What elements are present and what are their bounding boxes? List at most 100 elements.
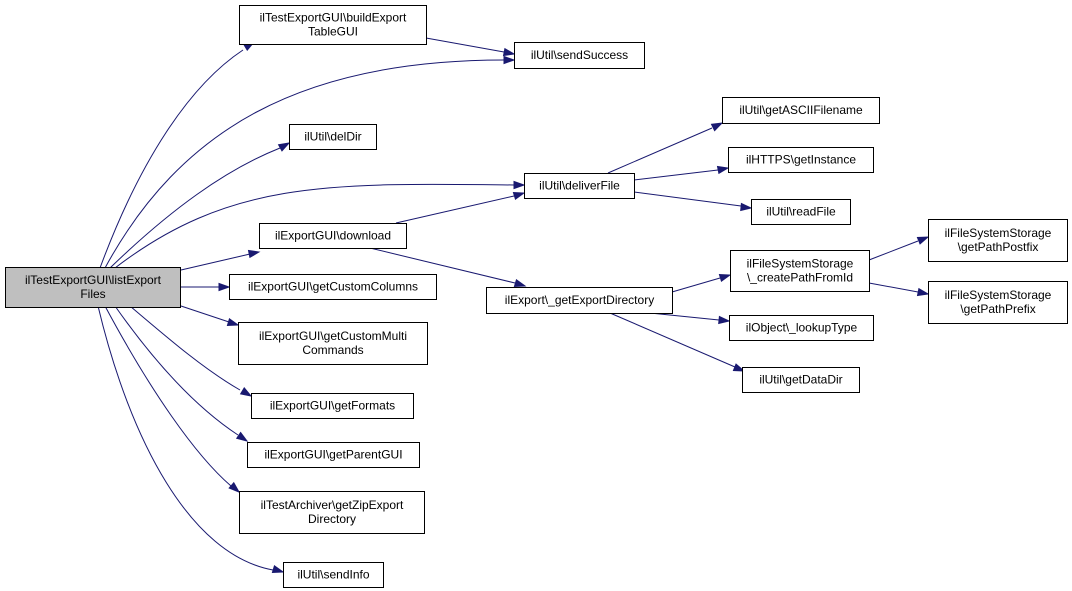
arrowhead-icon: [503, 55, 516, 65]
node-label: ilHTTPS\getInstance: [746, 153, 856, 167]
arrowhead-icon: [513, 278, 527, 288]
node-label: ilExportGUI\getCustomMulti: [259, 329, 407, 343]
edge-line: [180, 305, 230, 323]
edge-line: [607, 127, 713, 174]
node-label: ilUtil\delDir: [304, 130, 361, 144]
edge-line: [114, 305, 239, 436]
node-box: [251, 393, 414, 419]
node-lookupType[interactable]: ilObject\_lookupType: [729, 315, 874, 341]
node-box: [524, 173, 635, 199]
node-box: [928, 219, 1068, 262]
edge-line: [369, 247, 516, 284]
node-box: [259, 223, 407, 249]
edge-download-to-getExportDirectory: [369, 247, 527, 288]
edge-line: [868, 240, 919, 261]
node-label: ilUtil\deliverFile: [539, 179, 620, 193]
node-box: [722, 97, 880, 124]
arrowhead-icon: [710, 122, 724, 132]
edge-root-to-deliverFile: [114, 180, 526, 269]
edge-line: [671, 277, 721, 293]
node-label: ilExportGUI\getCustomColumns: [248, 280, 418, 294]
edge-buildExportTable-to-sendSuccess: [425, 37, 516, 57]
edge-line: [649, 312, 720, 321]
node-getASCIIFilename[interactable]: ilUtil\getASCIIFilename: [722, 97, 880, 124]
node-label: ilUtil\sendSuccess: [531, 48, 628, 62]
edge-line: [633, 169, 719, 181]
arrowhead-icon: [247, 249, 261, 259]
node-box: [928, 281, 1068, 324]
node-getDataDir[interactable]: ilUtil\getDataDir: [742, 367, 860, 393]
edge-getExportDirectory-to-lookupType: [649, 312, 731, 325]
node-label: ilExport\_getExportDirectory: [505, 293, 654, 307]
node-label: ilFileSystemStorage: [945, 288, 1052, 302]
arrowhead-icon: [916, 287, 930, 297]
node-box: [283, 562, 384, 588]
edge-line: [129, 305, 241, 391]
edge-line: [104, 305, 232, 487]
edge-line: [868, 282, 919, 293]
node-label: Files: [80, 287, 105, 301]
edge-root-to-getZipExportDirectory: [104, 305, 241, 493]
node-sendSuccess[interactable]: ilUtil\sendSuccess: [514, 42, 645, 69]
node-label: ilTestExportGUI\buildExport: [260, 11, 407, 25]
node-label: Directory: [308, 512, 356, 526]
edge-getExportDirectory-to-createPathFromId: [671, 273, 732, 293]
edge-line: [633, 191, 742, 207]
arrowhead-icon: [513, 180, 526, 190]
node-createPathFromId[interactable]: ilFileSystemStorage\_createPathFromId: [730, 250, 870, 292]
node-label: \getPathPrefix: [960, 302, 1035, 316]
edge-root-to-getParentGUI: [114, 305, 249, 442]
node-label: ilFileSystemStorage: [747, 257, 854, 271]
node-deliverFile[interactable]: ilUtil\deliverFile: [524, 173, 635, 199]
node-box: [486, 287, 673, 314]
node-getCustomColumns[interactable]: ilExportGUI\getCustomColumns: [229, 274, 437, 300]
arrowhead-icon: [226, 317, 240, 327]
arrowhead-icon: [732, 363, 746, 372]
node-getPathPostfix[interactable]: ilFileSystemStorage\getPathPostfix: [928, 219, 1068, 262]
arrowhead-icon: [228, 481, 241, 493]
node-label: Commands: [302, 343, 363, 357]
edge-root-to-sendSuccess: [104, 55, 516, 269]
node-getPathPrefix[interactable]: ilFileSystemStorage\getPathPrefix: [928, 281, 1068, 324]
arrowhead-icon: [916, 236, 930, 245]
edge-root-to-getCustomMultiCommands: [180, 305, 240, 327]
node-label: TableGUI: [308, 25, 358, 39]
edge-root-to-download: [180, 249, 261, 271]
node-box: [239, 5, 427, 45]
node-box: [239, 491, 425, 534]
edge-createPathFromId-to-getPathPostfix: [868, 236, 930, 261]
edge-line: [609, 312, 736, 368]
node-label: ilUtil\getASCIIFilename: [739, 103, 863, 117]
arrowhead-icon: [716, 165, 730, 175]
node-delDir[interactable]: ilUtil\delDir: [289, 124, 377, 150]
node-box: [730, 250, 870, 292]
arrowhead-icon: [218, 282, 231, 292]
node-sendInfo[interactable]: ilUtil\sendInfo: [283, 562, 384, 588]
arrowhead-icon: [271, 564, 285, 574]
edge-deliverFile-to-getASCIIFilename: [607, 122, 724, 174]
node-box: [742, 367, 860, 393]
node-getExportDirectory[interactable]: ilExport\_getExportDirectory: [486, 287, 673, 314]
node-label: ilTestExportGUI\listExport: [25, 273, 162, 287]
node-httpsGetInstance[interactable]: ilHTTPS\getInstance: [728, 147, 874, 173]
arrowhead-icon: [512, 191, 526, 201]
arrowhead-icon: [277, 142, 291, 152]
edge-deliverFile-to-httpsGetInstance: [633, 165, 730, 181]
node-download[interactable]: ilExportGUI\download: [259, 223, 407, 249]
node-label: ilUtil\getDataDir: [759, 373, 842, 387]
edge-root-to-delDir: [109, 142, 291, 269]
node-getFormats[interactable]: ilExportGUI\getFormats: [251, 393, 414, 419]
node-readFile[interactable]: ilUtil\readFile: [751, 199, 851, 225]
edge-createPathFromId-to-getPathPrefix: [868, 282, 930, 297]
node-label: ilTestArchiver\getZipExport: [261, 498, 404, 512]
edge-root-to-getFormats: [129, 305, 253, 397]
edge-line: [180, 253, 251, 271]
node-getParentGUI[interactable]: ilExportGUI\getParentGUI: [247, 442, 420, 468]
node-box: [514, 42, 645, 69]
node-label: ilExportGUI\getFormats: [270, 399, 395, 413]
